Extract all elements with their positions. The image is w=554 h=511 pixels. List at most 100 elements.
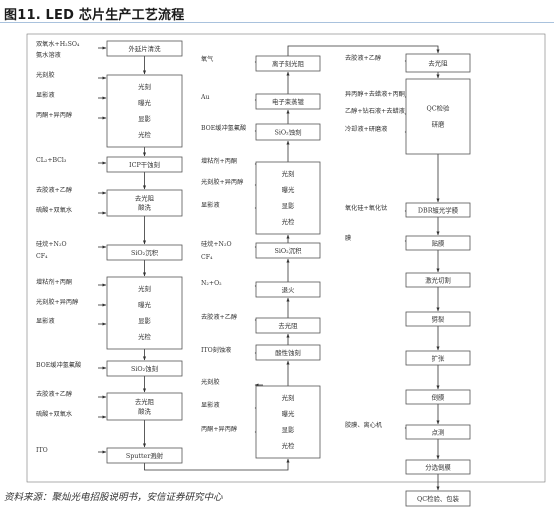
process-step-label: 离子刻光阻 [272,59,305,68]
process-step-label: 酸洗 [138,203,151,212]
process-step-label: QC检验 [427,104,451,113]
process-step-box-frame [405,78,471,155]
process-step-box: 倒膜 [405,389,471,405]
input-material-label: 双氧水+H₂SO₄ [36,40,80,48]
process-step-label: 劈裂 [432,314,445,323]
process-step-label: 光检 [138,130,151,139]
process-step-label: 显影 [282,425,295,434]
process-step-box: 离子刻光阻 [255,55,321,72]
process-step-box-frame [405,311,471,327]
input-material-label: 氧化硅+氧化钛 [345,204,388,212]
process-step-box: SiO₂蚀刻 [106,360,183,377]
process-step-label: 曝光 [138,98,151,107]
process-step-box: QC检验、包装 [405,490,471,507]
process-step-label: 激光切割 [425,275,451,284]
process-step-box-frame [405,53,471,73]
input-material-label: 氨水溶液 [36,51,61,59]
process-step-box: DBR镀光学膜 [405,202,471,218]
input-material-label: N₂+O₂ [201,280,222,287]
process-step-label: 光刻 [138,82,151,91]
process-step-label: 去光阻 [428,58,448,67]
process-step-label: 扩张 [432,353,445,362]
process-step-label: 光刻 [138,284,151,293]
process-step-box-frame [255,344,321,361]
process-step-label: 曝光 [282,185,295,194]
process-step-label: 倒膜 [432,392,445,401]
process-step-box: 贴膜 [405,235,471,251]
process-step-label: 曝光 [138,300,151,309]
process-step-box-frame [405,272,471,288]
process-step-label: 研磨 [432,120,445,129]
process-step-label: 退火 [282,285,295,294]
process-step-label: SiO₂沉积 [131,248,159,257]
process-step-box: 点测 [405,424,471,440]
input-material-label: 乙醇+钻石液+去蜡液 [345,107,405,115]
input-material-label: BOE缓冲氢氟酸 [201,124,246,132]
input-material-label: 光刻胶 [201,378,220,386]
process-step-box-frame [106,392,183,421]
process-step-box-frame [405,235,471,251]
process-step-box-frame [106,156,183,173]
input-material-label: 增粘剂+丙酮 [201,157,237,165]
input-material-label: 膜 [345,234,351,242]
process-step-label: SiO₂蚀刻 [131,364,158,373]
process-step-label: 酸洗 [138,406,151,415]
process-step-box: 去光阻 [405,53,471,73]
input-material-label: 冷却液+研磨液 [345,125,387,133]
process-step-label: 光刻 [282,169,295,178]
process-step-box-frame [106,74,183,148]
input-material-label: 硫酸+双氧水 [36,206,73,214]
input-material-label: 胶膜、离心机 [345,421,383,429]
input-material-label: ITO [36,447,48,454]
process-step-label: SiO₂蚀刻 [274,127,301,136]
process-step-box-frame [255,242,321,259]
process-step-label: 外延片清洗 [129,44,162,53]
input-material-label: 丙酮+异丙醇 [201,425,237,433]
input-material-label: 丙酮+异丙醇 [36,111,72,119]
process-step-box-frame [255,385,321,459]
input-material-label: 显影液 [36,317,55,325]
process-step-label: 去光阻 [135,194,155,203]
process-step-box-frame [405,202,471,218]
source-note: 资料来源：聚灿光电招股说明书，安信证券研究中心 [4,492,223,503]
process-step-box-frame [106,276,183,350]
process-step-box: 激光切割 [405,272,471,288]
flow-connector [287,45,440,56]
input-material-label: 去胶液+乙醇 [201,313,237,321]
process-step-box: SiO₂沉积 [255,242,321,259]
input-material-label: 光刻胶 [36,71,55,79]
process-step-box-frame [106,189,183,217]
process-step-label: SiO₂沉积 [274,246,302,255]
process-step-label: 显影 [138,316,151,325]
input-material-label: 显影液 [201,401,220,409]
process-step-label: QC检验、包装 [417,494,460,503]
process-step-label: 曝光 [282,409,295,418]
process-step-box-frame [255,123,321,141]
process-step-box-frame [405,459,471,475]
input-material-label: 光刻胶+异丙醇 [201,178,243,186]
process-step-label: Sputter溅射 [126,451,164,460]
input-material-label: CF₄ [36,253,48,260]
process-step-label: 酸性蚀刻 [275,348,301,357]
input-material-label: 硫酸+双氧水 [36,410,73,418]
process-step-box: 电子束蒸镀 [255,93,321,110]
process-step-box: 劈裂 [405,311,471,327]
input-material-label: ITO刻蚀液 [201,346,231,354]
process-step-box-frame [255,93,321,110]
process-step-box-frame [106,447,183,464]
input-material-label: CL₂+BCl₃ [36,157,67,164]
input-material-label: 去胶液+乙醇 [36,390,72,398]
input-material-label: 异丙醇+去蜡液+丙酮 [345,90,405,98]
process-step-box-frame [405,424,471,440]
input-material-label: BOE缓冲氢氟酸 [36,361,81,369]
process-step-box: SiO₂蚀刻 [255,123,321,141]
process-step-box-frame [255,161,321,235]
process-step-label: 显影 [282,201,295,210]
process-step-label: 光检 [282,441,295,450]
